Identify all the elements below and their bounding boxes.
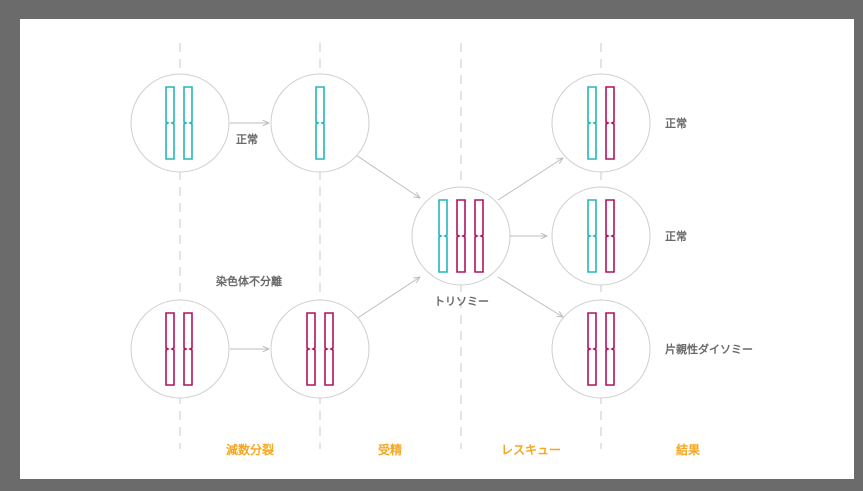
label-result-upd: 片親性ダイソミー xyxy=(665,342,753,356)
cell-result-upd xyxy=(551,299,651,399)
chromosome-paternal xyxy=(605,312,615,386)
chromosome-maternal xyxy=(587,199,597,273)
arrow-to-trisomy-top xyxy=(352,152,420,198)
label-result-normal-2: 正常 xyxy=(665,229,687,243)
cell-disomic-gamete xyxy=(270,299,370,399)
chromosome-maternal xyxy=(438,199,448,273)
chromosome-maternal xyxy=(183,86,193,160)
stage-rescue: レスキュー xyxy=(501,443,561,457)
chromosome-paternal xyxy=(605,199,615,273)
cell-trisomy xyxy=(411,186,511,286)
cell-result-normal-2 xyxy=(551,186,651,286)
label-result-normal-1: 正常 xyxy=(665,116,687,130)
chromosome-paternal xyxy=(587,312,597,386)
chromosome-paternal xyxy=(324,312,334,386)
chromosome-maternal xyxy=(315,86,325,160)
chromosome-paternal xyxy=(306,312,316,386)
chromosome-paternal xyxy=(165,312,175,386)
trisomy-rescue-diagram: 正常 染色体不分離 トリソミー 正常 正常 片親性ダイソミー 減数分裂 受精 レ… xyxy=(130,43,753,457)
chromosome-maternal xyxy=(165,86,175,160)
label-nondisjunction: 染色体不分離 xyxy=(216,274,282,288)
arrow-to-trisomy-bottom xyxy=(352,277,420,322)
chromosome-paternal xyxy=(183,312,193,386)
chromosome-paternal xyxy=(474,199,484,273)
cell-nondisjunction-parent xyxy=(130,299,230,399)
stage-result: 結果 xyxy=(676,442,700,457)
chromosome-maternal xyxy=(587,86,597,160)
chromosome-paternal xyxy=(605,86,615,160)
cell-normal-gamete xyxy=(270,73,370,173)
chromosome-paternal xyxy=(456,199,466,273)
label-normal-meiosis: 正常 xyxy=(236,132,258,146)
stage-meiosis: 減数分裂 xyxy=(226,442,274,457)
label-trisomy: トリソミー xyxy=(434,295,489,308)
cell-normal-parent xyxy=(130,73,230,173)
arrow-to-result-bottom xyxy=(497,276,563,317)
diagram-panel: 正常 染色体不分離 トリソミー 正常 正常 片親性ダイソミー 減数分裂 受精 レ… xyxy=(20,19,854,479)
arrow-to-result-top xyxy=(497,158,563,201)
cell-result-normal-1 xyxy=(551,73,651,173)
stage-fertilization: 受精 xyxy=(378,442,402,457)
